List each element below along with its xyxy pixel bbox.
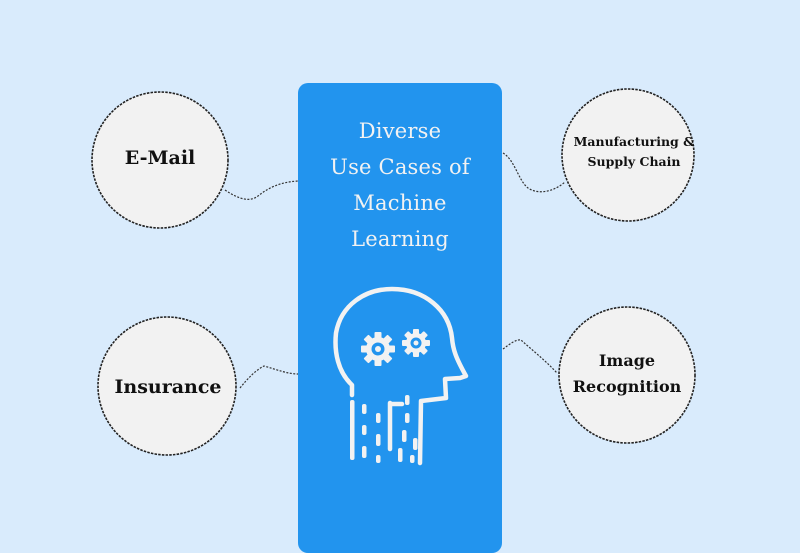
- use-case-label: Insurance: [114, 376, 222, 398]
- title-line: Diverse: [358, 119, 442, 143]
- use-case-manufacturing: Manufacturing & Supply Chain: [574, 132, 695, 172]
- connector-email: [224, 180, 299, 200]
- connector-image: [502, 339, 558, 374]
- bubble-image: [558, 306, 696, 444]
- central-panel: Diverse Use Cases of Machine Learning: [298, 83, 502, 553]
- panel-title: Diverse Use Cases of Machine Learning: [298, 113, 502, 257]
- use-case-insurance: Insurance: [114, 376, 221, 398]
- connector-manufacturing: [502, 152, 566, 193]
- use-case-image-recognition: Image Recognition: [573, 348, 682, 400]
- title-line: Use Cases of: [330, 155, 470, 179]
- diagram-canvas: Diverse Use Cases of Machine Learning: [91, 83, 696, 553]
- title-line: Learning: [351, 227, 449, 251]
- use-case-label: Supply Chain: [587, 154, 681, 169]
- use-case-label: Manufacturing &: [573, 134, 695, 149]
- use-case-label: Recognition: [572, 377, 682, 396]
- connectors-and-bubbles: [91, 88, 696, 456]
- head-with-gears-icon: [333, 286, 469, 466]
- bubble-insurance: [97, 316, 237, 456]
- use-case-label: E-Mail: [124, 147, 196, 169]
- bubble-email: [91, 91, 229, 229]
- title-line: Machine: [353, 191, 447, 215]
- connector-insurance: [239, 365, 299, 389]
- use-case-email: E-Mail: [125, 147, 196, 169]
- bubble-manufacturing: [561, 88, 695, 222]
- use-case-label: Image: [598, 351, 656, 370]
